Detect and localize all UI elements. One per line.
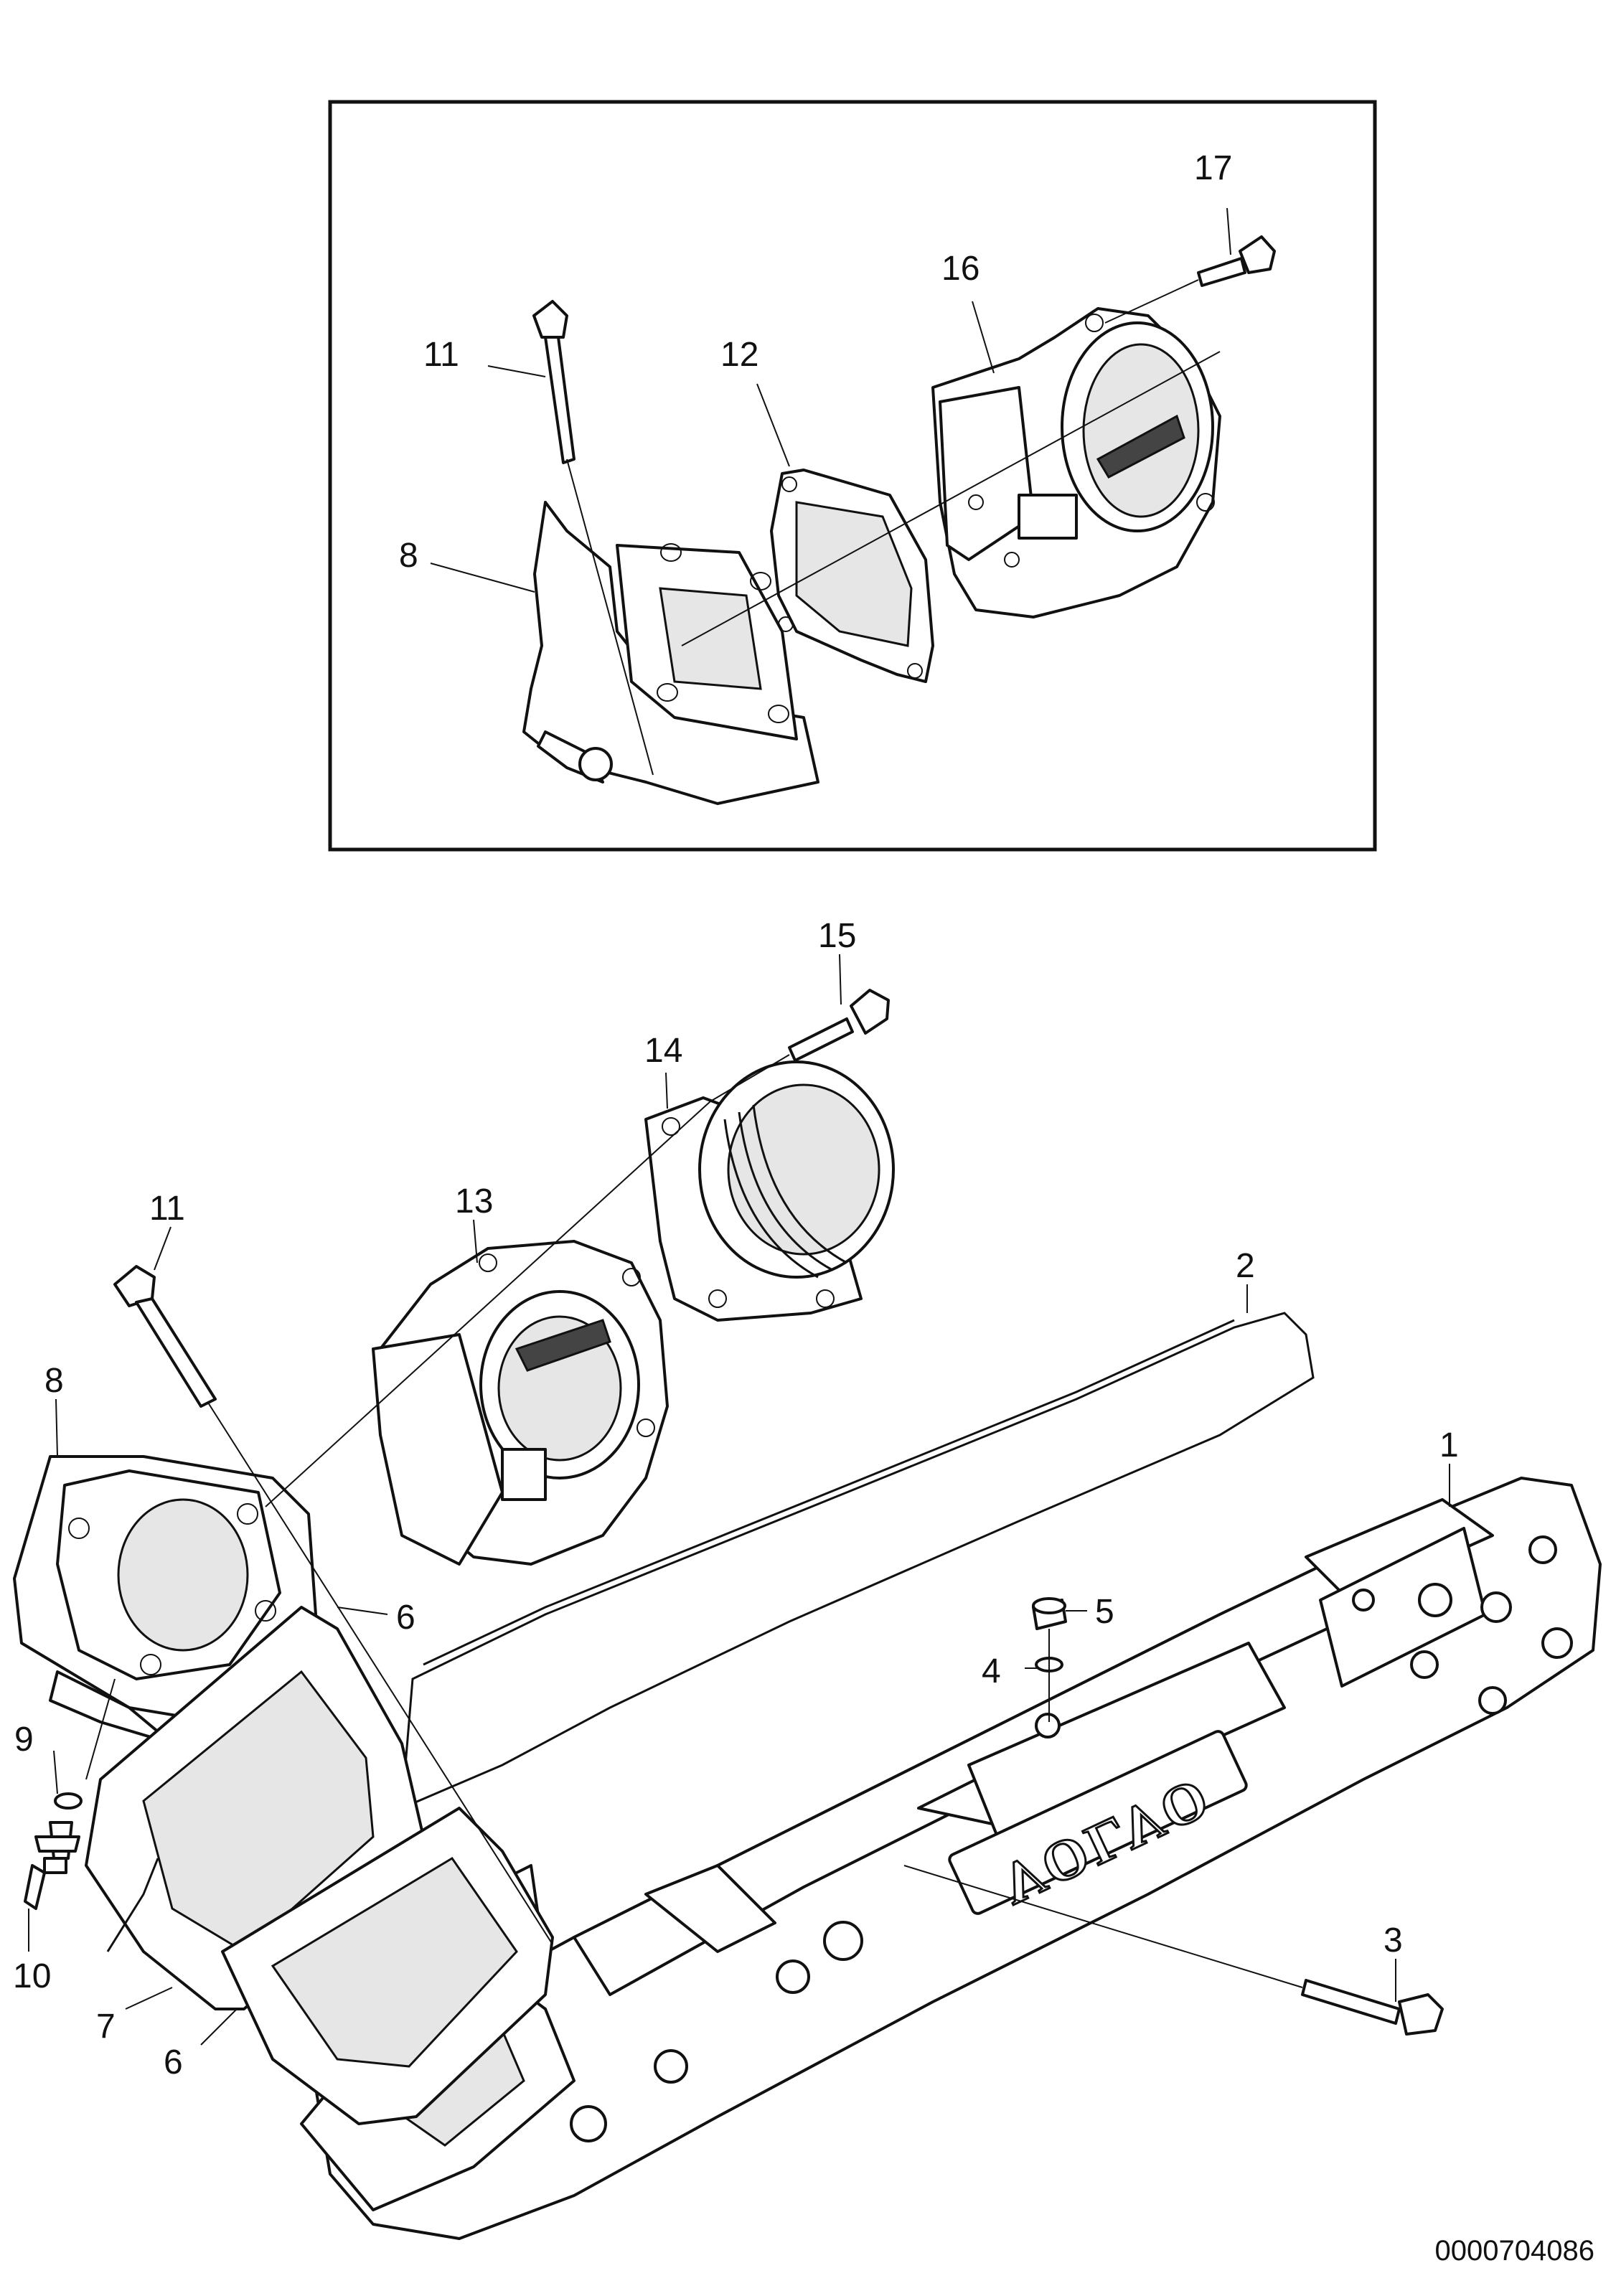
callout-14: 14 [644, 1032, 682, 1070]
inset-bolt-17 [1104, 235, 1276, 324]
pipe-flange-14 [644, 1060, 895, 1322]
inset-callout-11: 11 [423, 336, 459, 374]
inset-bolt-11 [532, 300, 654, 776]
bolt-15 [265, 989, 890, 1507]
bolt-11 [113, 1265, 553, 1945]
inset-throttle-unit [931, 307, 1221, 618]
gaskets [85, 1606, 554, 2125]
callout-6-upper: 6 [396, 1599, 415, 1637]
callout-3: 3 [1384, 1921, 1403, 1959]
inset-frame [328, 100, 1377, 852]
callout-5: 5 [1095, 1593, 1114, 1631]
manifold-gasket [400, 1312, 1315, 1810]
inset-detail: 17 16 11 12 8 [328, 100, 1377, 852]
inset-callout-17: 17 [1194, 149, 1232, 187]
callout-6-lower: 6 [164, 2043, 183, 2081]
inset-callout-12: 12 [720, 336, 758, 374]
throttle-unit-13 [372, 1240, 669, 1566]
callout-10: 10 [13, 1957, 51, 1995]
inset-housing [522, 501, 819, 805]
callout-4: 4 [982, 1652, 1001, 1690]
callout-2: 2 [1236, 1247, 1255, 1285]
manifold-bosses [570, 1535, 1573, 2142]
plug-and-washer [1032, 1597, 1067, 1722]
inset-gasket [770, 469, 934, 683]
callout-1: 1 [1439, 1426, 1459, 1464]
sensor-parts [24, 1678, 116, 1910]
main-view: VOLVO [13, 917, 1602, 2240]
document-number: 0000704086 [1435, 2235, 1594, 2267]
callout-9: 9 [14, 1721, 34, 1759]
callout-13: 13 [455, 1182, 493, 1220]
inset-callout-8: 8 [399, 537, 418, 575]
callout-7: 7 [96, 2008, 116, 2046]
inset-callout-16: 16 [941, 250, 980, 288]
leader-lines [28, 954, 1450, 2046]
callout-15: 15 [818, 917, 856, 955]
callout-8: 8 [44, 1362, 64, 1400]
bolt-3 [903, 1865, 1444, 2036]
inset-axis-line [681, 351, 1221, 646]
callout-11: 11 [149, 1190, 185, 1228]
throttle-housing [13, 1455, 317, 1745]
